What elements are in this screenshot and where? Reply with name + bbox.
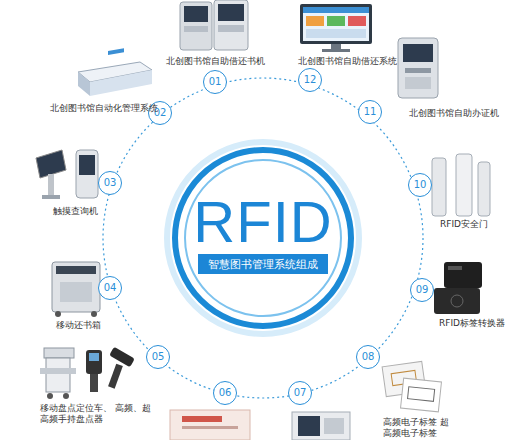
system-monitor [300,4,372,52]
callout-number: 06 [213,381,237,405]
number-text: 10 [414,179,427,191]
number-text: 05 [152,351,165,363]
number-text: 03 [104,177,117,189]
electronic-tags [382,361,441,412]
item-label: 北创图书馆自动化管理系统 [36,103,172,114]
number-text: 08 [362,351,375,363]
item-label: 移动盘点定位车、 高频、超高频手持盘点器 [40,403,152,425]
item-label: 触摸查询机 [38,206,112,217]
item-label: RFID标签转换器 [424,318,520,329]
software-box [78,48,152,96]
band-text: 智慧图书管理系统组成 [208,258,318,271]
item-label: RFID安全门 [424,219,504,230]
item-label: 北创图书馆自助借还书机 [148,56,282,67]
callout-number: 12 [298,68,322,92]
item-label: 北创图书馆自助借还系统 [280,56,414,67]
item-label: 移动还书箱 [40,320,116,331]
title-band: 智慧图书管理系统组成 [198,254,328,274]
tag-converter [434,262,482,314]
dotted-orbit [103,78,423,398]
item-label: 北创图书馆自助办证机 [390,108,518,119]
book-card [170,410,250,440]
number-text: 04 [104,282,117,294]
center-circle: RFID 智慧图书管理系统组成 [178,153,348,323]
center-heading: RFID [178,191,348,253]
return-box [52,262,100,317]
number-text: 07 [294,387,307,399]
touch-kiosks [36,150,98,199]
card-kiosk [398,38,438,98]
callout-number: 03 [98,171,122,195]
callout-number: 01 [203,70,227,94]
number-text: 11 [364,106,377,118]
number-text: 06 [219,387,232,399]
outer-glow-ring [167,142,359,334]
number-text: 09 [416,284,429,296]
callout-number: 04 [98,276,122,300]
callout-number: 05 [146,345,170,369]
callout-number: 09 [410,278,434,302]
callout-number: 07 [288,381,312,405]
inventory-cart-handheld [40,347,135,399]
security-gates [432,154,490,216]
number-text: 01 [209,76,222,88]
main-ring [175,150,351,326]
self-service-kiosks [180,0,248,50]
callout-number: 10 [408,173,432,197]
callout-number: 11 [358,100,382,124]
number-text: 12 [304,74,317,86]
item-label: 高频电子标签 超高频电子标签 [383,417,453,439]
reader-device [292,412,350,440]
callout-number: 08 [356,345,380,369]
